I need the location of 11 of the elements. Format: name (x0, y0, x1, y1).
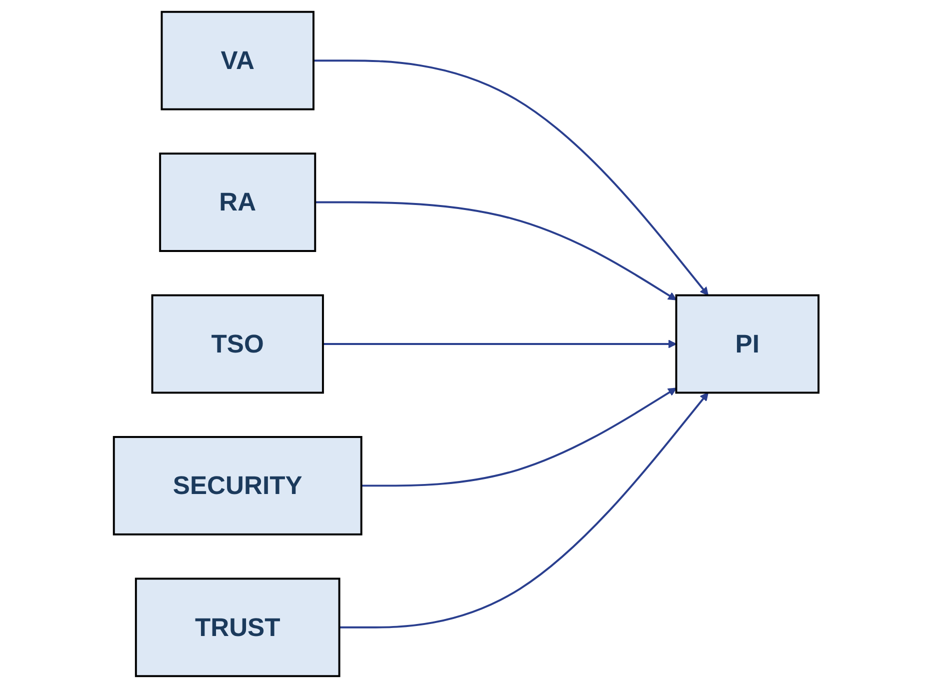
arrow (315, 201, 677, 300)
node-box: RA (159, 152, 316, 252)
arrow (323, 340, 677, 348)
node-box: PI (676, 294, 820, 394)
arrow (362, 388, 677, 487)
node-box: TRUST (135, 578, 341, 678)
node-box: VA (161, 10, 315, 110)
node-box: TSO (152, 294, 324, 394)
arrow (340, 392, 709, 628)
node-box: SECURITY (113, 436, 363, 536)
arrow (314, 60, 709, 296)
